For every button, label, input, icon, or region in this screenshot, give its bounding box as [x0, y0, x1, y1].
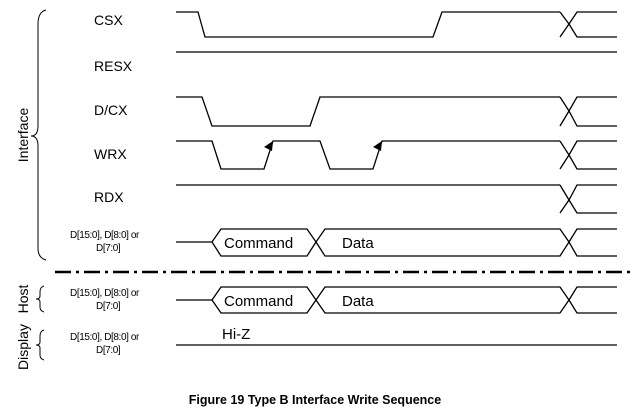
figure-caption: Figure 19 Type B Interface Write Sequenc… — [189, 393, 441, 407]
display-bus-label-line1: D[15:0], D[8:0] or — [70, 332, 140, 343]
display-bus-label-line2: D[7:0] — [96, 345, 121, 356]
wrx-label: WRX — [94, 146, 127, 162]
dcx-end-bus-upper — [559, 96, 617, 113]
csx-end-bus — [559, 11, 570, 38]
rdx-end-bus-upper — [559, 184, 617, 202]
interface-group-label: Interface — [15, 108, 31, 163]
interface-brace — [30, 9, 47, 261]
rdx-end-bus-lower — [559, 198, 617, 214]
host-bus-label-line1: D[15:0], D[8:0] or — [70, 288, 140, 299]
host-brace — [35, 285, 45, 313]
csx-end-bus-lower — [568, 23, 617, 38]
dcx-waveform — [176, 96, 560, 127]
wrx-waveform — [176, 140, 560, 170]
csx-label: CSX — [94, 12, 123, 28]
host-group-label: Host — [15, 285, 31, 314]
rdx-label: RDX — [94, 189, 124, 205]
display-group-label: Display — [15, 324, 31, 370]
host-bus-label-line2: D[7:0] — [96, 301, 121, 312]
csx-end-bus-right — [568, 11, 617, 25]
csx-waveform — [176, 11, 560, 38]
interface-command-label: Command — [224, 235, 293, 252]
wrx-end-bus-upper — [559, 140, 617, 157]
host-bus-lower — [211, 298, 617, 314]
display-brace — [35, 329, 45, 361]
wrx-end-bus-lower — [559, 153, 617, 170]
interface-bus-upper — [176, 228, 617, 244]
interface-bus-label-line1: D[15:0], D[8:0] or — [70, 230, 140, 241]
interface-bus-label-line2: D[7:0] — [96, 243, 121, 254]
dcx-label: D/CX — [94, 102, 128, 118]
host-command-label: Command — [224, 293, 293, 310]
wrx-rising-edge-arrow-1 — [264, 141, 273, 151]
interface-bus-lower — [211, 240, 617, 257]
resx-label: RESX — [94, 58, 133, 74]
host-bus-upper — [176, 286, 617, 302]
dcx-end-bus-lower — [559, 109, 617, 127]
wrx-rising-edge-arrow-2 — [373, 141, 382, 151]
interface-data-label: Data — [342, 235, 374, 252]
display-hiz-label: Hi-Z — [222, 326, 250, 343]
host-data-label: Data — [342, 293, 374, 310]
